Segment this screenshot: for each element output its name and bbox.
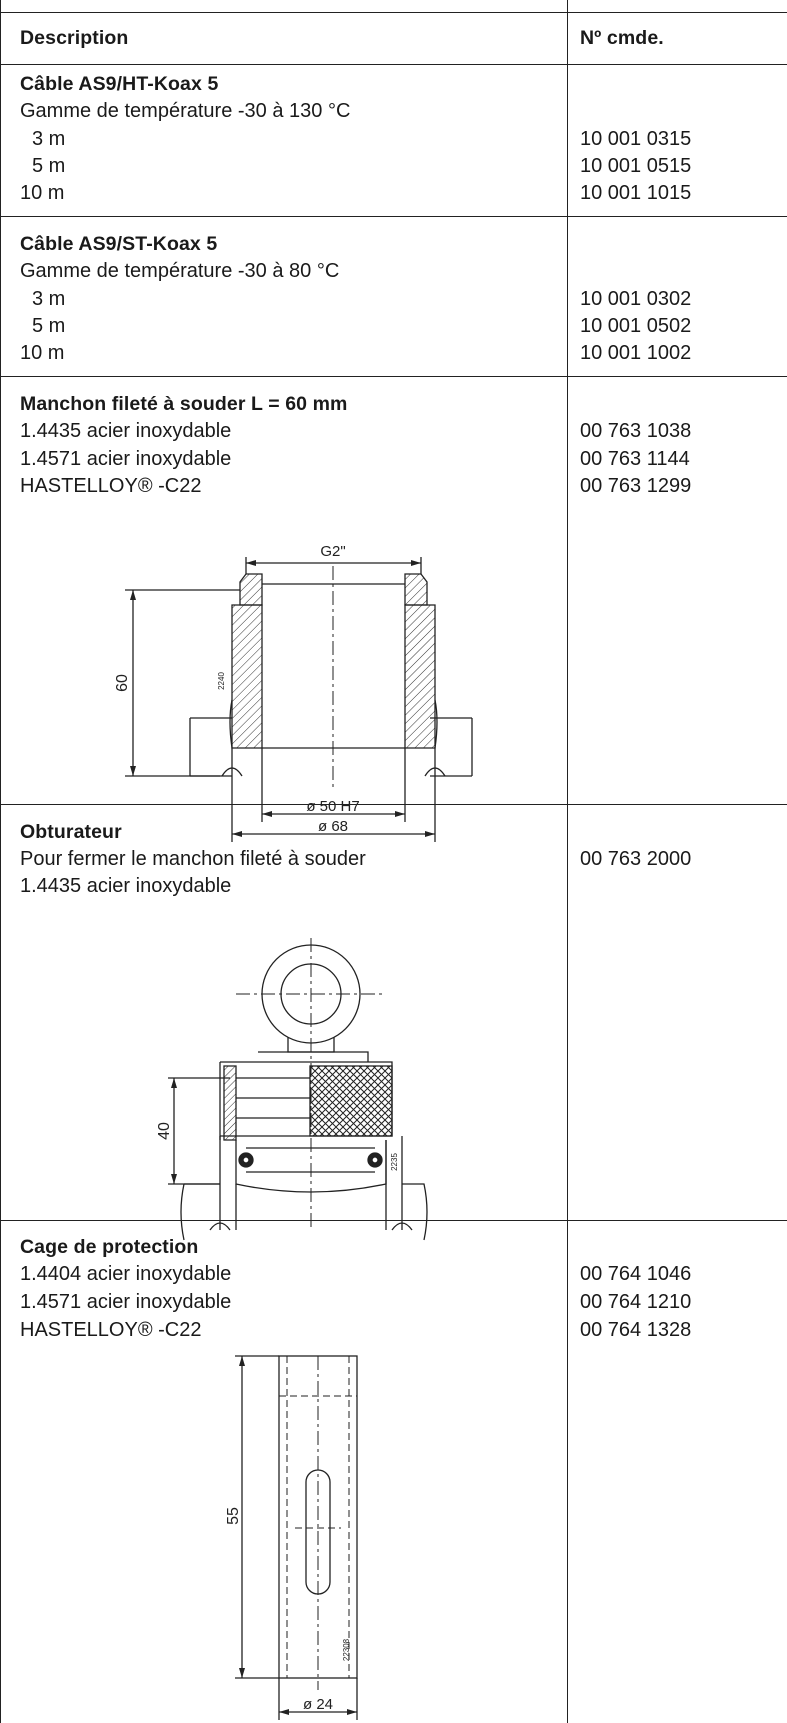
item-label: 5 m [32, 155, 66, 177]
header-description: Description [20, 27, 129, 49]
item-label: 3 m [32, 288, 66, 310]
drawing-ref: 2235 [390, 1153, 399, 1171]
item-code: 00 764 1328 [580, 1319, 692, 1341]
section-note: Gamme de température -30 à 80 °C [20, 260, 340, 282]
row-divider [0, 1220, 787, 1221]
sleeve-drawing: G2" 60 ø 50 H7 ø 68 2240 [114, 543, 473, 842]
item-code: 00 764 1210 [580, 1291, 692, 1313]
item-label: HASTELLOY® -C22 [20, 1319, 202, 1341]
section-title: Manchon fileté à souder L = 60 mm [20, 393, 348, 415]
table-column-divider [567, 0, 568, 1723]
item-label: 1.4404 acier inoxydable [20, 1263, 232, 1285]
row-divider [0, 804, 787, 805]
item-label: 1.4571 acier inoxydable [20, 448, 232, 470]
item-code: 10 001 0515 [580, 155, 692, 177]
section-note: Gamme de température -30 à 130 °C [20, 100, 351, 122]
height-label: 60 [114, 674, 131, 692]
item-code: 10 001 0502 [580, 315, 692, 337]
outer-dia-label: ø 68 [318, 818, 348, 835]
item-code: 10 001 0302 [580, 288, 692, 310]
item-label: 1.4571 acier inoxydable [20, 1291, 232, 1313]
item-label: 1.4435 acier inoxydable [20, 420, 232, 442]
item-code: 00 764 1046 [580, 1263, 692, 1285]
section-title: Obturateur [20, 821, 122, 843]
drawing-ref: 22308 [342, 1638, 351, 1661]
item-label: 1.4435 acier inoxydable [20, 875, 232, 897]
item-code: 00 763 1144 [580, 448, 690, 470]
item-label: 10 m [20, 342, 65, 364]
row-divider [0, 216, 787, 217]
item-code: 10 001 1002 [580, 342, 692, 364]
cage-drawing: 55 ø 24 22308 [225, 1355, 358, 1720]
item-code: 10 001 0315 [580, 128, 692, 150]
table-top-border [0, 12, 787, 13]
section-title: Câble AS9/ST-Koax 5 [20, 233, 218, 255]
inner-dia-label: ø 50 H7 [306, 798, 359, 815]
item-code: 00 763 1038 [580, 420, 692, 442]
dia-label: ø 24 [303, 1696, 333, 1713]
item-label: 5 m [32, 315, 66, 337]
plug-drawing: 40 2235 [156, 938, 428, 1241]
item-label: Pour fermer le manchon fileté à souder [20, 848, 366, 870]
item-code: 10 001 1015 [580, 182, 692, 204]
item-label: HASTELLOY® -C22 [20, 475, 202, 497]
height-label: 55 [225, 1507, 242, 1525]
drawing-ref: 2240 [217, 672, 226, 690]
item-code: 00 763 2000 [580, 848, 692, 870]
header-divider [0, 64, 787, 65]
section-title: Câble AS9/HT-Koax 5 [20, 73, 219, 95]
thread-label: G2" [320, 543, 345, 560]
section-title: Cage de protection [20, 1236, 199, 1258]
item-label: 10 m [20, 182, 65, 204]
item-label: 3 m [32, 128, 66, 150]
row-divider [0, 376, 787, 377]
table-left-border [0, 0, 1, 1723]
header-order-no: Nº cmde. [580, 27, 664, 49]
item-code: 00 763 1299 [580, 475, 692, 497]
height-label: 40 [156, 1122, 173, 1140]
